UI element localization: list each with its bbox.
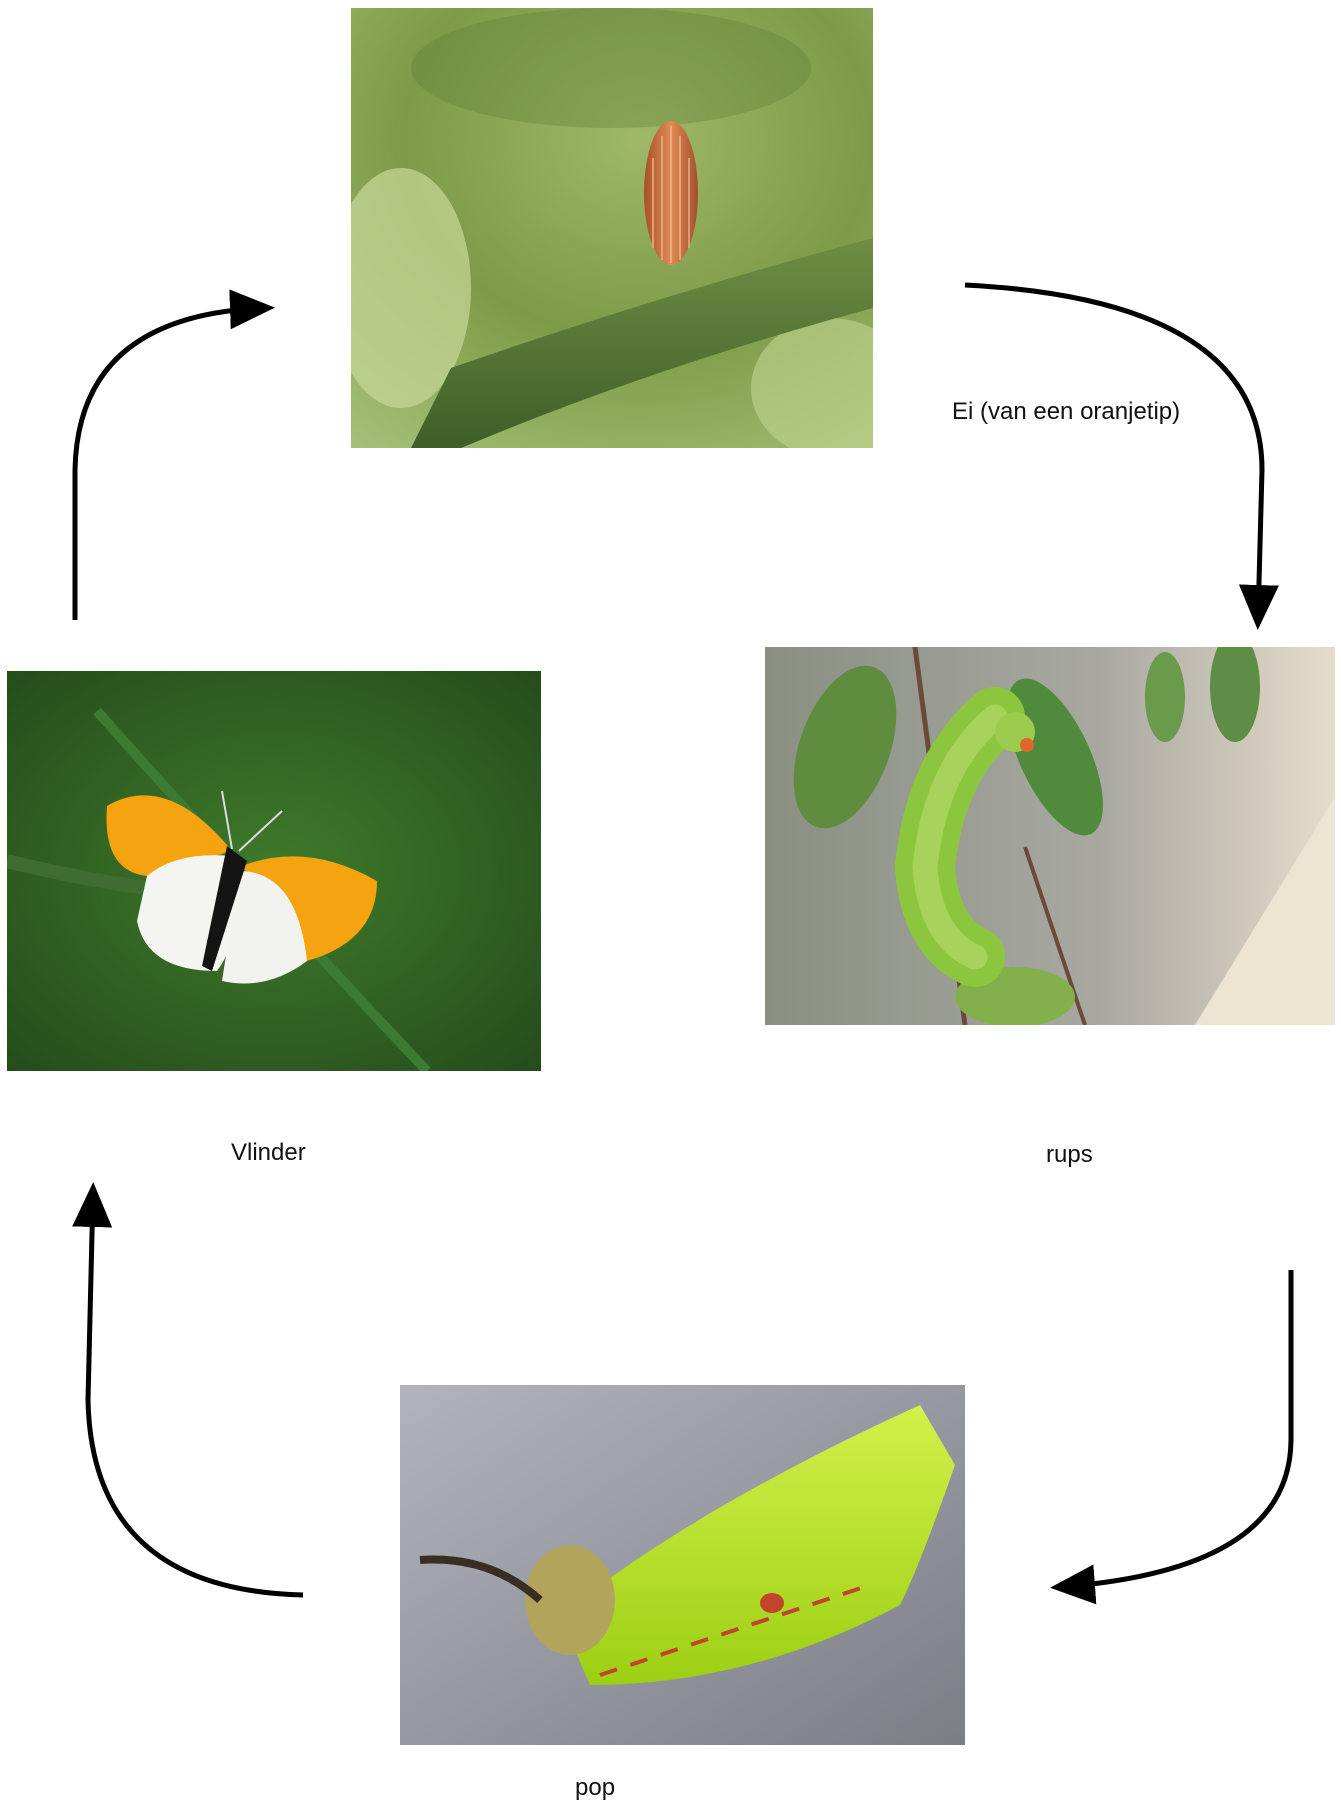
pupa-label: pop (575, 1774, 615, 1802)
egg-label: Ei (van een oranjetip) (952, 398, 1180, 426)
arrow-pupa-to-butterfly (88, 1192, 303, 1595)
arrow-butterfly-to-egg (75, 308, 265, 620)
butterfly-label: Vlinder (231, 1139, 306, 1167)
caterpillar-label: rups (1046, 1141, 1093, 1169)
arrow-caterpillar-to-pupa (1060, 1270, 1291, 1587)
arrow-egg-to-caterpillar (965, 285, 1262, 620)
